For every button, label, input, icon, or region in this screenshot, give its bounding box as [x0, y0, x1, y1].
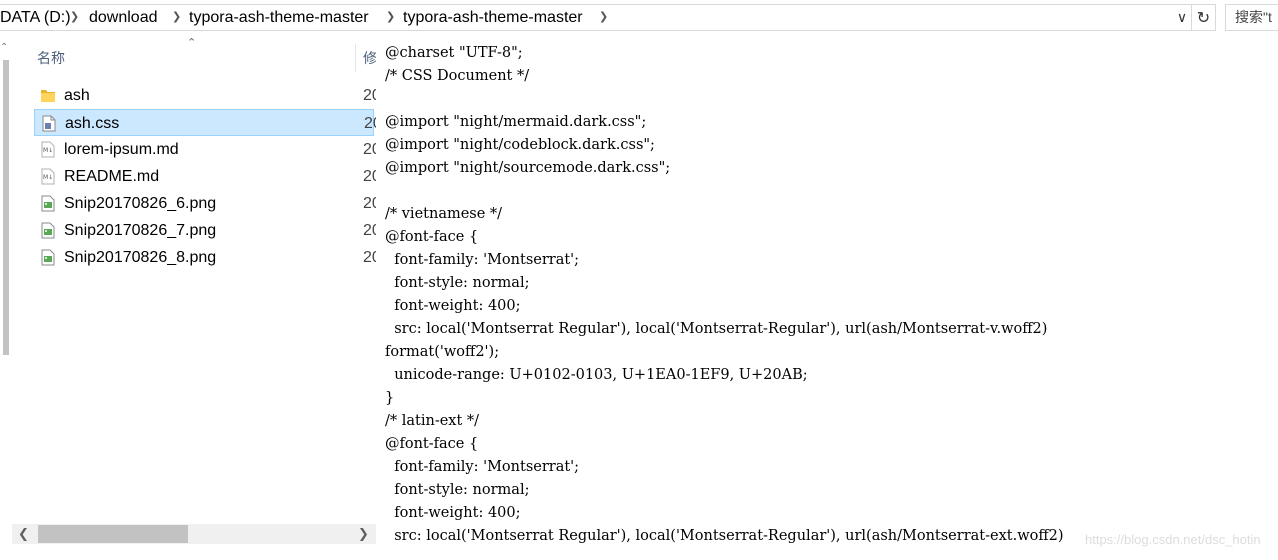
chevron-right-icon[interactable]: ❯ — [386, 11, 396, 23]
list-item[interactable]: Snip20170826_7.png 20 — [34, 217, 376, 244]
file-date: 20 — [363, 168, 376, 185]
nav-scroll-up-icon[interactable]: ⌃ — [0, 42, 9, 53]
file-name: Snip20170826_6.png — [64, 195, 217, 212]
png-file-icon — [41, 195, 55, 212]
preview-pane: @charset "UTF-8"; /* CSS Document */ @im… — [376, 36, 1278, 560]
chevron-right-icon[interactable]: ❯ — [172, 11, 182, 23]
file-name: Snip20170826_8.png — [64, 249, 217, 266]
chevron-right-icon[interactable]: ❯ — [70, 11, 80, 23]
list-item[interactable]: ash.css 20 — [34, 109, 376, 136]
file-name: lorem-ipsum.md — [64, 141, 179, 158]
refresh-icon[interactable]: ↻ — [1192, 4, 1216, 31]
list-item[interactable]: M↓ README.md 20 — [34, 163, 376, 190]
column-divider[interactable] — [355, 44, 356, 72]
list-item[interactable]: M↓ lorem-ipsum.md 20 — [34, 136, 376, 163]
file-name: Snip20170826_7.png — [64, 222, 217, 239]
sort-ascending-icon: ⌃ — [187, 37, 197, 49]
list-item[interactable]: Snip20170826_8.png 20 — [34, 244, 376, 271]
scroll-right-icon[interactable]: ❯ — [358, 526, 369, 541]
column-header-name[interactable]: 名称 — [37, 50, 65, 66]
breadcrumb-download[interactable]: download — [89, 9, 158, 26]
chevron-right-icon[interactable]: ❯ — [599, 11, 609, 23]
file-date: 20 — [363, 249, 376, 266]
address-bar[interactable]: DATA (D:) ❯ download ❯ typora-ash-theme-… — [0, 4, 1192, 31]
breadcrumb-theme-master[interactable]: typora-ash-theme-master — [189, 9, 369, 26]
scroll-left-icon[interactable]: ❮ — [18, 526, 29, 541]
breadcrumb-drive[interactable]: DATA (D:) — [0, 9, 71, 26]
file-date: 20 — [363, 87, 376, 104]
md-file-icon: M↓ — [41, 168, 55, 185]
md-file-icon: M↓ — [41, 141, 55, 158]
nav-scrollbar-thumb[interactable] — [3, 60, 9, 355]
list-item[interactable]: Snip20170826_6.png 20 — [34, 190, 376, 217]
css-file-icon — [42, 115, 56, 132]
svg-text:M↓: M↓ — [43, 147, 53, 154]
scrollbar-thumb[interactable] — [38, 525, 188, 543]
file-name: README.md — [64, 168, 160, 185]
preview-code: @charset "UTF-8"; /* CSS Document */ @im… — [385, 45, 1064, 544]
column-header-date[interactable]: 修 — [363, 50, 376, 66]
file-date: 20 — [363, 141, 376, 158]
file-date: 20 — [363, 222, 376, 239]
chevron-down-icon[interactable]: ∨ — [1176, 9, 1188, 25]
search-input[interactable]: 搜索"t — [1225, 4, 1278, 31]
list-item[interactable]: ash 20 — [34, 82, 376, 109]
column-header: 名称 ⌃ 修 — [12, 36, 376, 78]
file-list: 名称 ⌃ 修 ash 20 ash.css 20 M↓ lorem-ipsum.… — [12, 36, 376, 524]
svg-text:M↓: M↓ — [43, 174, 53, 181]
png-file-icon — [41, 222, 55, 239]
file-name: ash — [64, 87, 90, 104]
breadcrumb-theme-master-current[interactable]: typora-ash-theme-master — [403, 9, 583, 26]
file-date: 20 — [363, 195, 376, 212]
watermark: https://blog.csdn.net/dsc_hotin — [1085, 532, 1261, 547]
png-file-icon — [41, 249, 55, 266]
file-date: 20 — [364, 115, 376, 132]
horizontal-scrollbar[interactable]: ❮ ❯ — [12, 524, 376, 544]
folder-icon — [41, 90, 55, 102]
file-name: ash.css — [65, 115, 120, 132]
search-placeholder: 搜索"t — [1235, 9, 1272, 25]
address-bar-row: DATA (D:) ❯ download ❯ typora-ash-theme-… — [0, 0, 1278, 36]
